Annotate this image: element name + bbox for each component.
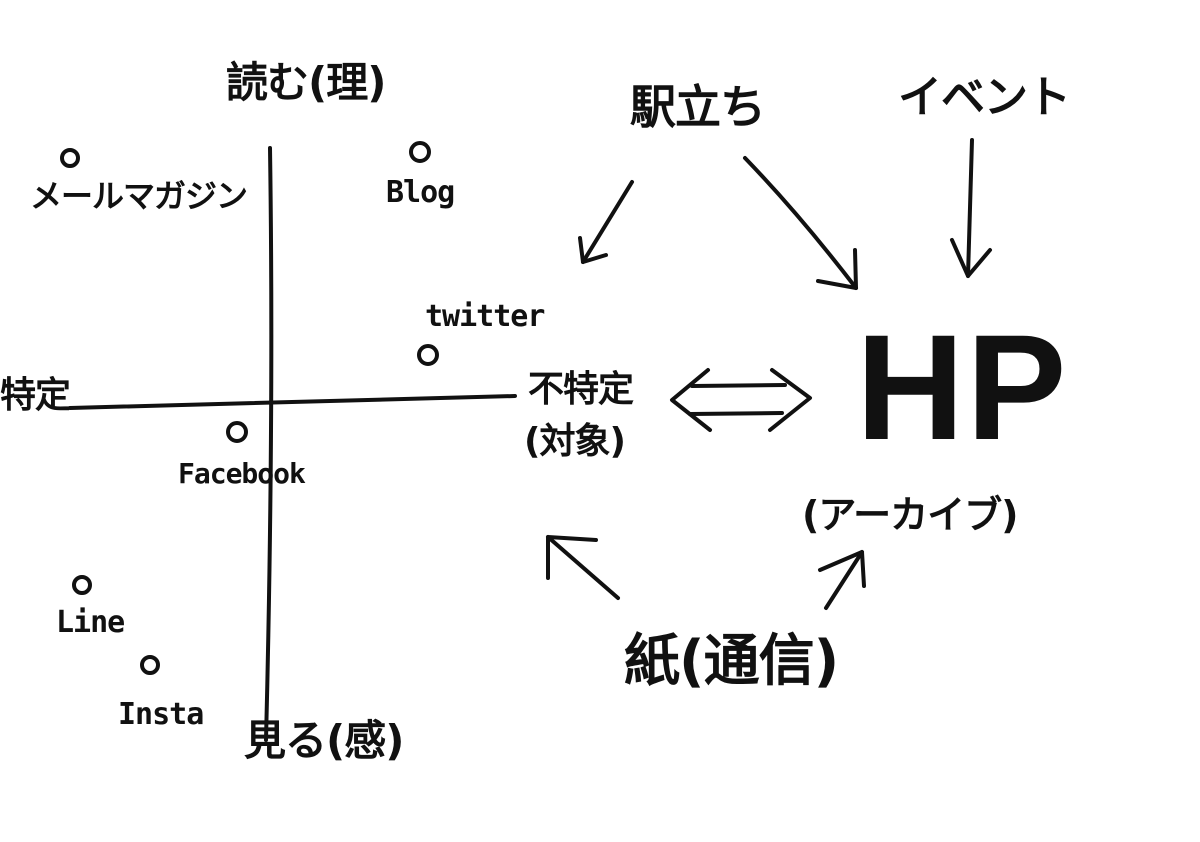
blog-marker [409, 141, 431, 163]
node-station-label: 駅立ち [630, 80, 766, 134]
horizontal-axis-line [68, 394, 517, 410]
channel-label-mailmag: メールマガジン [30, 177, 248, 215]
twitter-marker [417, 344, 439, 366]
channel-label-blog: Blog [386, 175, 455, 210]
double-arrow-unspecified-hp [670, 368, 812, 432]
axis-left-label: 特定 [0, 375, 71, 416]
axis-right-label: 不特定 [528, 369, 634, 410]
node-archive-label: (アーカイブ) [802, 493, 1018, 537]
node-paper-label: 紙(通信) [624, 629, 839, 694]
channel-label-insta: Insta [118, 697, 204, 732]
vertical-axis-line [264, 146, 274, 742]
arrow-paper-to-archive [818, 550, 866, 610]
mailmag-marker [60, 148, 80, 168]
channel-label-line: Line [56, 605, 125, 640]
arrow-event-to-hp [950, 138, 992, 278]
arrow-station-to-unspecified [578, 180, 634, 264]
arrow-paper-to-unspecified [546, 535, 620, 600]
line-marker [72, 575, 92, 595]
node-hp-label: HP [856, 303, 1069, 471]
node-event-label: イベント [898, 72, 1071, 123]
insta-marker [140, 655, 160, 675]
facebook-marker [226, 421, 248, 443]
channel-label-twitter: twitter [425, 299, 545, 334]
axis-top-label: 読む(理) [226, 58, 386, 107]
axis-right-sublabel: (対象) [524, 421, 626, 462]
arrow-station-to-hp [743, 156, 858, 290]
axis-bottom-label: 見る(感) [244, 716, 404, 765]
channel-label-facebook: Facebook [178, 457, 306, 490]
